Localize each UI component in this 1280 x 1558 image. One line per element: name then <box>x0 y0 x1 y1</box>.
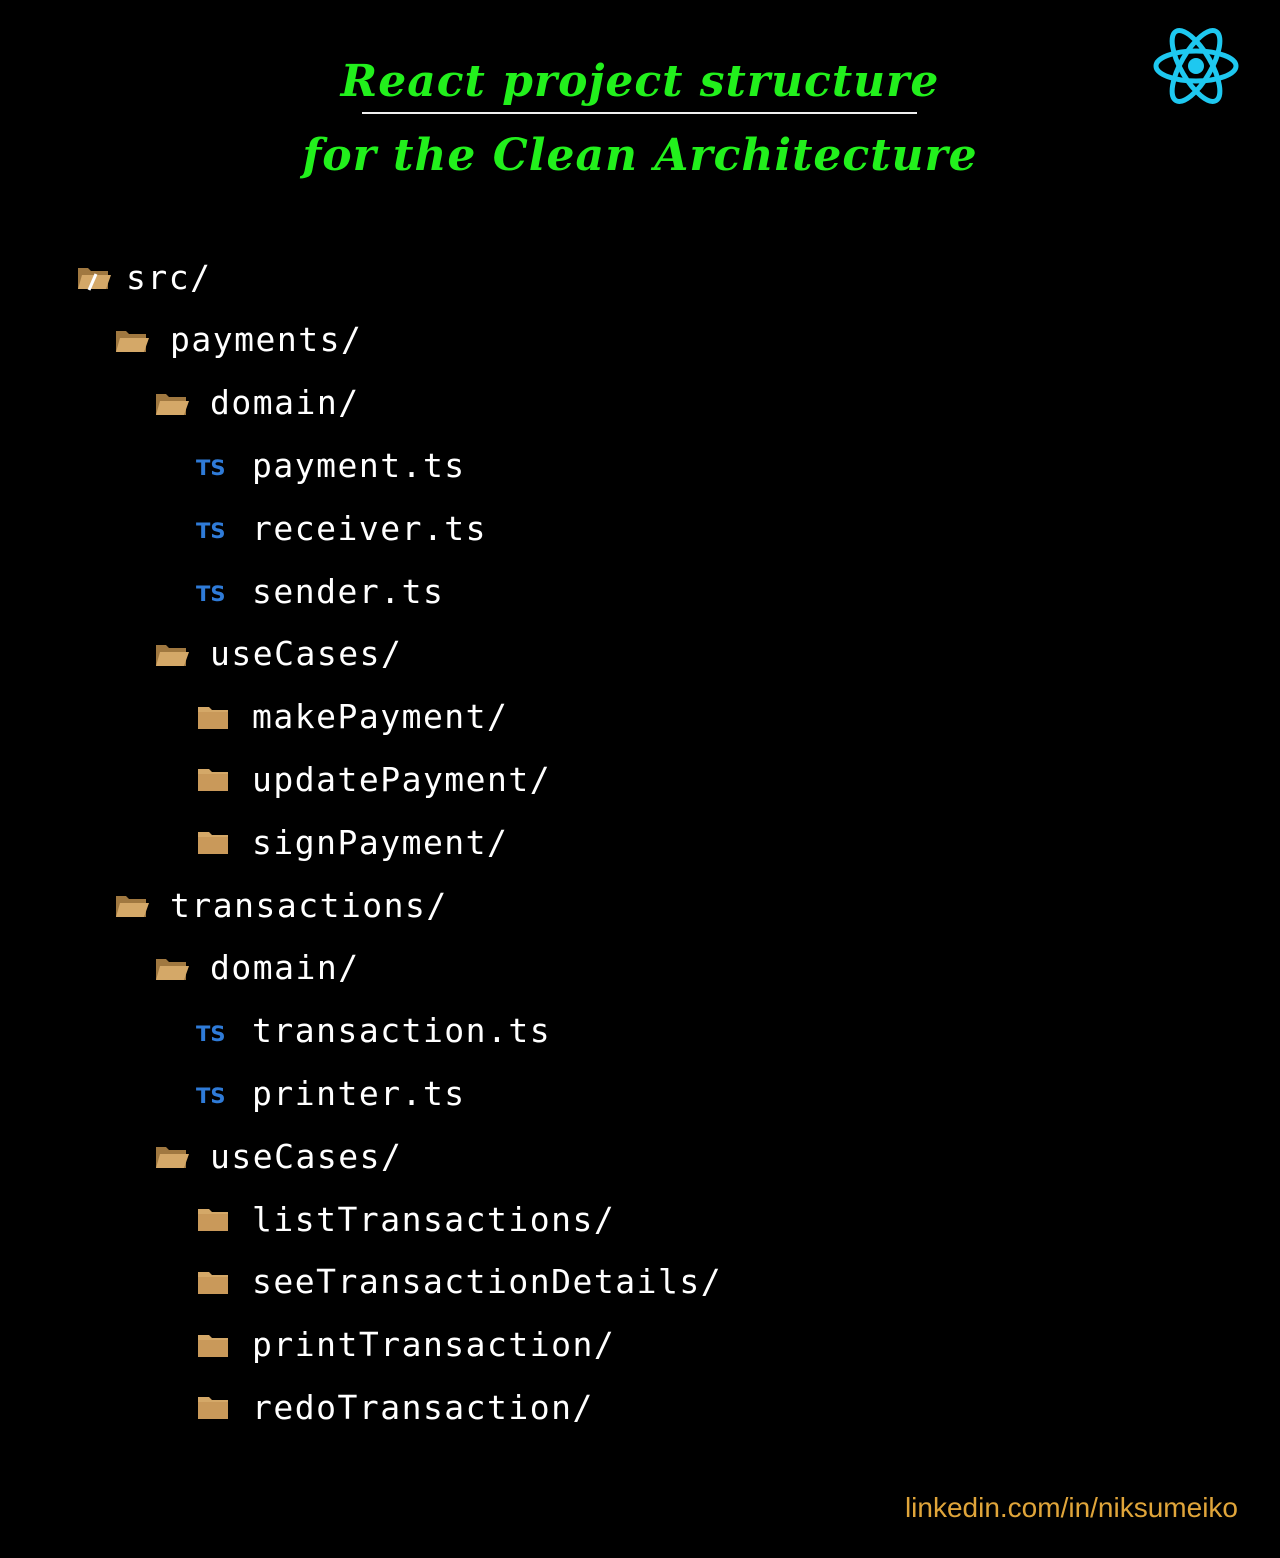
author-link[interactable]: linkedin.com/in/niksumeiko <box>904 1492 1238 1523</box>
tree-folder-row[interactable]: domain/ <box>154 378 360 428</box>
tree-file-row[interactable]: TS sender.ts <box>196 566 444 616</box>
tree-folder-row[interactable]: seeTransactionDetails/ <box>196 1257 722 1307</box>
folder-open-icon <box>114 887 150 923</box>
folder-icon <box>196 1389 232 1425</box>
tree-folder-row[interactable]: redoTransaction/ <box>196 1382 594 1432</box>
react-logo-icon <box>1153 28 1239 104</box>
folder-icon <box>196 1201 232 1237</box>
tree-folder-row[interactable]: makePayment/ <box>196 692 508 742</box>
folder-icon <box>196 761 232 797</box>
tree-file-row[interactable]: TS transaction.ts <box>196 1006 551 1056</box>
tree-item-label: printer.ts <box>252 1073 466 1113</box>
tree-item-label: payments/ <box>170 320 363 360</box>
typescript-file-icon: TS <box>196 519 226 544</box>
folder-open-icon <box>76 259 112 295</box>
tree-item-label: signPayment/ <box>252 822 509 862</box>
tree-file-row[interactable]: TS printer.ts <box>196 1068 466 1118</box>
tree-item-label: seeTransactionDetails/ <box>252 1262 723 1302</box>
tree-item-label: useCases/ <box>210 1136 403 1176</box>
tree-folder-row[interactable]: useCases/ <box>154 1131 402 1181</box>
folder-open-icon <box>154 636 190 672</box>
tree-item-label: domain/ <box>210 948 360 988</box>
tree-item-label: src/ <box>126 257 212 297</box>
tree-item-label: useCases/ <box>210 634 403 674</box>
tree-item-label: transactions/ <box>170 885 448 925</box>
tree-item-label: printTransaction/ <box>252 1325 616 1365</box>
tree-item-label: domain/ <box>210 383 360 423</box>
tree-item-label: transaction.ts <box>252 1011 552 1051</box>
tree-folder-row[interactable]: transactions/ <box>114 880 448 930</box>
tree-file-row[interactable]: TS receiver.ts <box>196 503 487 553</box>
typescript-file-icon: TS <box>196 1084 226 1109</box>
folder-icon <box>196 824 232 860</box>
title-underline <box>362 112 917 114</box>
folder-open-icon <box>154 1138 190 1174</box>
tree-item-label: makePayment/ <box>252 697 509 737</box>
tree-item-label: updatePayment/ <box>252 759 552 799</box>
folder-icon <box>196 1327 232 1363</box>
typescript-file-icon: TS <box>196 1021 226 1046</box>
tree-folder-row[interactable]: updatePayment/ <box>196 754 551 804</box>
tree-item-label: redoTransaction/ <box>252 1387 594 1427</box>
tree-item-label: payment.ts <box>252 445 466 485</box>
typescript-file-icon: TS <box>196 582 226 606</box>
folder-open-icon <box>114 322 150 358</box>
folder-open-icon <box>154 950 190 986</box>
tree-folder-row[interactable]: src/ <box>76 252 211 302</box>
tree-item-label: receiver.ts <box>252 508 488 548</box>
tree-folder-row[interactable]: printTransaction/ <box>196 1320 615 1370</box>
tree-file-row[interactable]: TS payment.ts <box>196 440 466 490</box>
folder-icon <box>196 699 232 735</box>
tree-folder-row[interactable]: useCases/ <box>154 629 402 679</box>
tree-folder-row[interactable]: signPayment/ <box>196 817 508 867</box>
typescript-file-icon: TS <box>196 456 226 481</box>
tree-folder-row[interactable]: domain/ <box>154 943 360 993</box>
title-line-2: for the Clean Architecture <box>302 130 978 181</box>
folder-open-icon <box>154 385 190 421</box>
title-line-1: React project structure <box>340 56 940 107</box>
folder-icon <box>196 1264 232 1300</box>
tree-item-label: sender.ts <box>252 571 445 611</box>
tree-folder-row[interactable]: listTransactions/ <box>196 1194 615 1244</box>
tree-item-label: listTransactions/ <box>252 1199 616 1239</box>
tree-folder-row[interactable]: payments/ <box>114 315 362 365</box>
